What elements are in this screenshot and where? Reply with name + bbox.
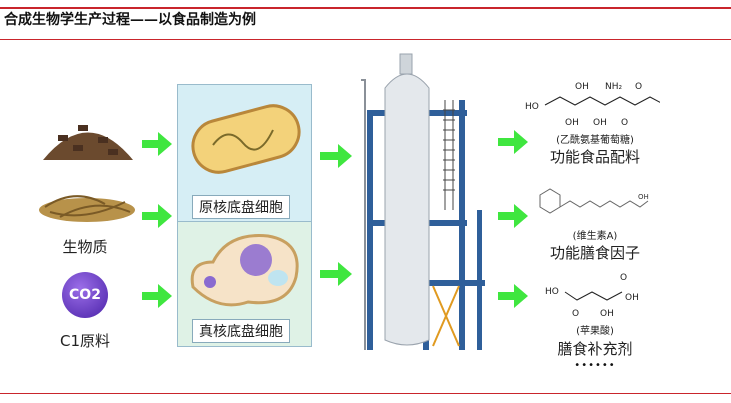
arrow-icon (498, 130, 528, 154)
eukaryote-panel: 真核底盘细胞 (177, 221, 312, 347)
product-category-3: 膳食补充剂 (557, 340, 633, 358)
title-rule (0, 39, 731, 40)
fermentation-tower-image (361, 53, 485, 350)
svg-text:OH: OH (600, 309, 614, 319)
bacterium-image (191, 104, 301, 174)
svg-text:O: O (635, 82, 642, 92)
product-compound-2: (维生素A) (572, 231, 618, 242)
n-acetylglucosamine-structure: HO OH NH₂ OH OH O O (525, 82, 660, 128)
malic-acid-structure: HO O OH O OH (545, 273, 639, 319)
svg-text:OH: OH (625, 293, 639, 303)
svg-text:O: O (572, 309, 579, 319)
c1-feedstock-label: C1原料 (59, 332, 111, 350)
svg-text:OH: OH (593, 118, 607, 128)
arrow-icon (320, 144, 352, 168)
biomass-straw-image (39, 195, 135, 222)
svg-text:OH: OH (638, 193, 649, 201)
product-compound-1: (乙酰氨基葡萄糖) (556, 135, 634, 146)
arrow-icon (498, 284, 528, 308)
svg-text:O: O (621, 118, 628, 128)
co2-icon: CO2 (62, 272, 108, 318)
product-compound-3: (苹果酸) (576, 326, 614, 337)
svg-text:HO: HO (545, 287, 559, 297)
arrow-icon (320, 262, 352, 286)
biomass-pellets-image (43, 125, 133, 160)
svg-text:OH: OH (565, 118, 579, 128)
arrow-icon (142, 284, 172, 308)
svg-text:HO: HO (525, 102, 539, 112)
svg-text:OH: OH (575, 82, 589, 92)
top-rule (0, 7, 731, 9)
vitamin-a-structure: OH (539, 188, 649, 214)
svg-text:NH₂: NH₂ (605, 82, 623, 92)
prokaryote-panel: 原核底盘细胞 (177, 84, 312, 222)
prokaryote-label: 原核底盘细胞 (192, 195, 290, 219)
bottom-rule (0, 393, 731, 394)
arrow-icon (142, 132, 172, 156)
arrow-icon (498, 204, 528, 228)
yeast-cell-image (190, 234, 299, 307)
product-category-2: 功能膳食因子 (549, 244, 640, 262)
more-products-ellipsis: •••••• (574, 360, 616, 371)
eukaryote-label: 真核底盘细胞 (192, 319, 290, 343)
svg-text:O: O (620, 273, 627, 283)
biomass-label: 生物质 (62, 238, 108, 256)
arrow-icon (142, 204, 172, 228)
product-category-1: 功能食品配料 (549, 148, 640, 166)
page-title: 合成生物学生产过程——以食品制造为例 (4, 12, 256, 28)
